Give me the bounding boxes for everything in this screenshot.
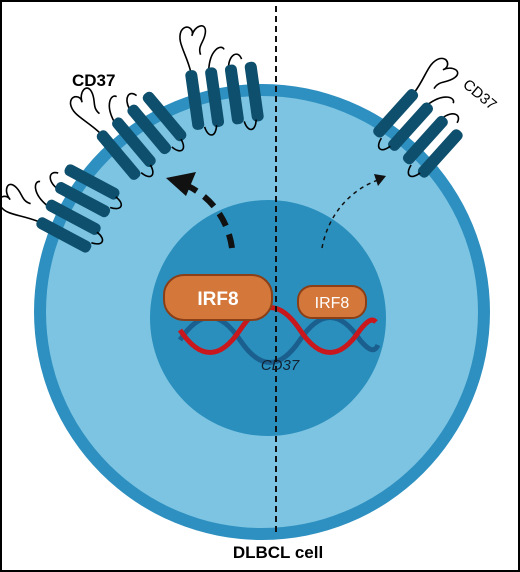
arrow-icon [166, 172, 235, 249]
nucleus [150, 200, 386, 436]
arrow-icon-weak [321, 174, 386, 249]
cd37-label-left: CD37 [72, 71, 115, 90]
cd37-label-right: CD37 [459, 76, 499, 114]
irf8-protein-icon: IRF8 [163, 274, 273, 321]
cell-label: DLBCL cell [233, 543, 323, 562]
irf8-label-strong: IRF8 [197, 289, 238, 310]
irf8-protein-icon-weak: IRF8 [297, 285, 367, 319]
irf8-label-weak: IRF8 [315, 295, 350, 312]
gene-label: CD37 [261, 357, 300, 374]
